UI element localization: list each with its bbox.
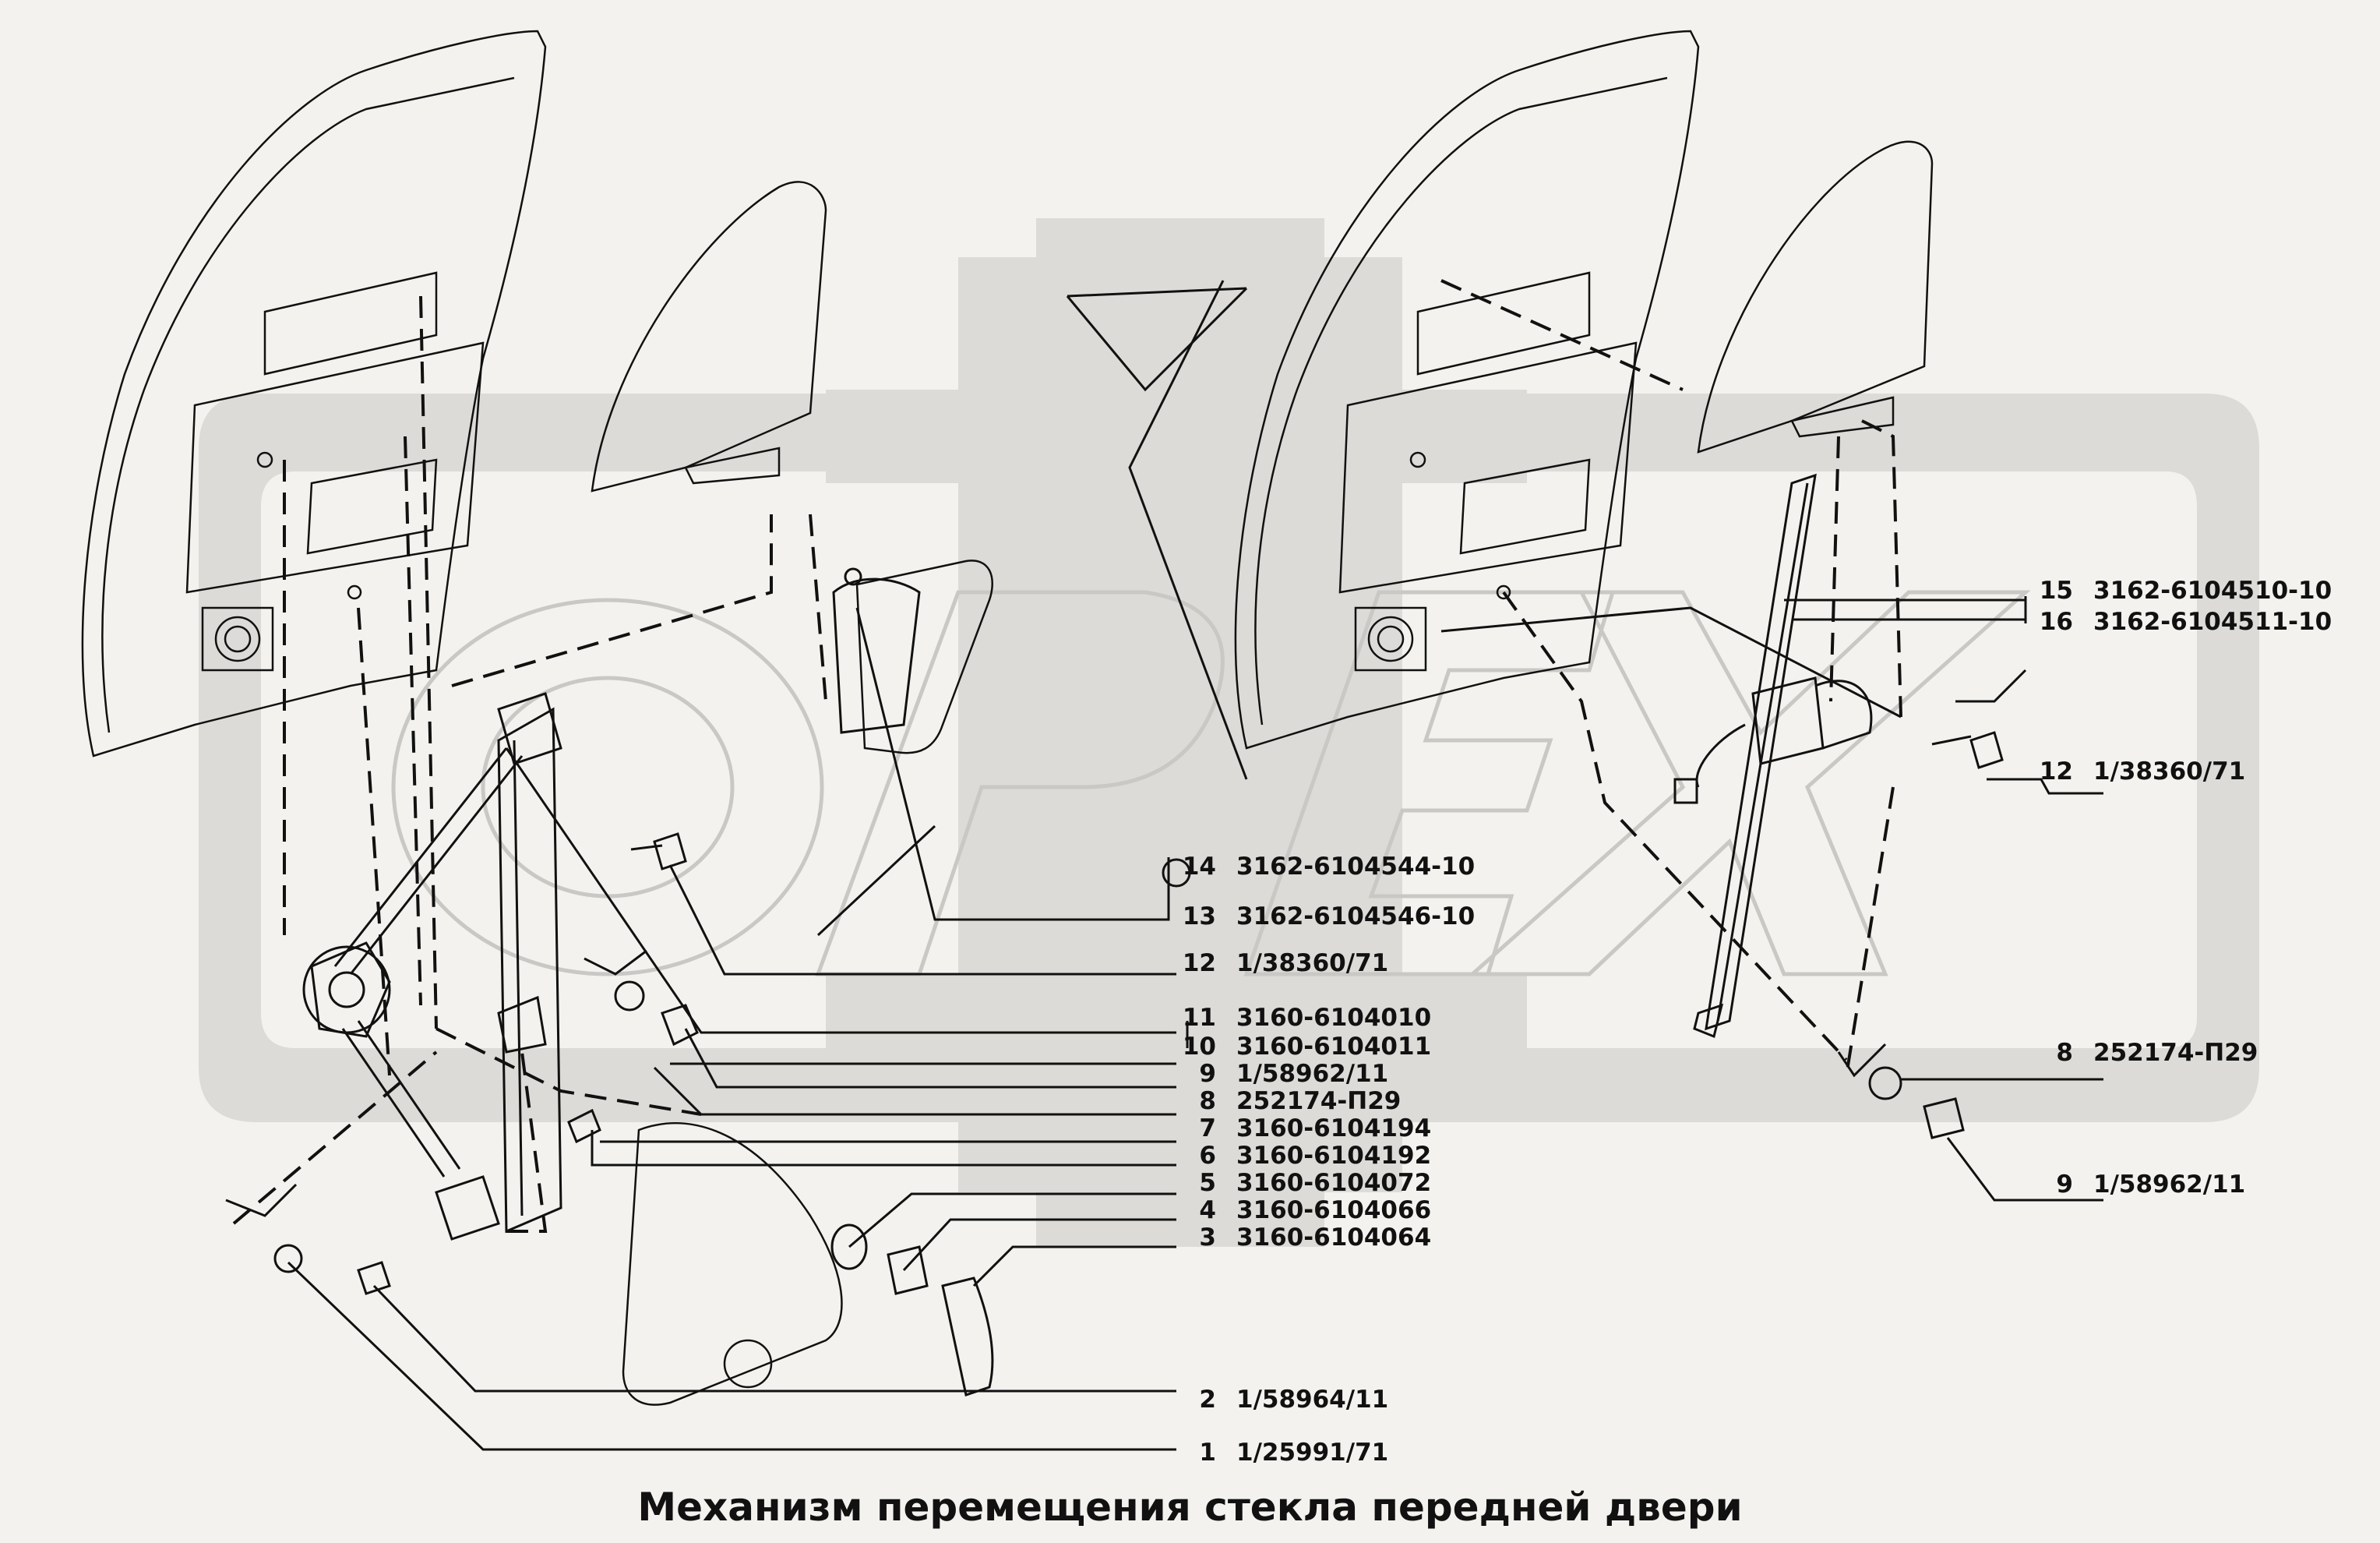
right-door-panel xyxy=(1234,30,1700,750)
diagram-title: Механизм перемещения стекла передней две… xyxy=(637,1485,1743,1530)
fasteners xyxy=(273,567,2004,1396)
leader-lines xyxy=(287,280,2103,1451)
left-window-regulator xyxy=(302,692,562,1241)
assembly-dashed-lines xyxy=(232,279,1902,1233)
right-door-glass xyxy=(1697,140,1934,454)
left-door-glass xyxy=(591,181,827,493)
left-door-panel xyxy=(81,30,547,757)
right-window-regulator xyxy=(1673,473,1873,1039)
trim-pieces xyxy=(622,560,993,1406)
break-marks xyxy=(225,669,2027,1217)
